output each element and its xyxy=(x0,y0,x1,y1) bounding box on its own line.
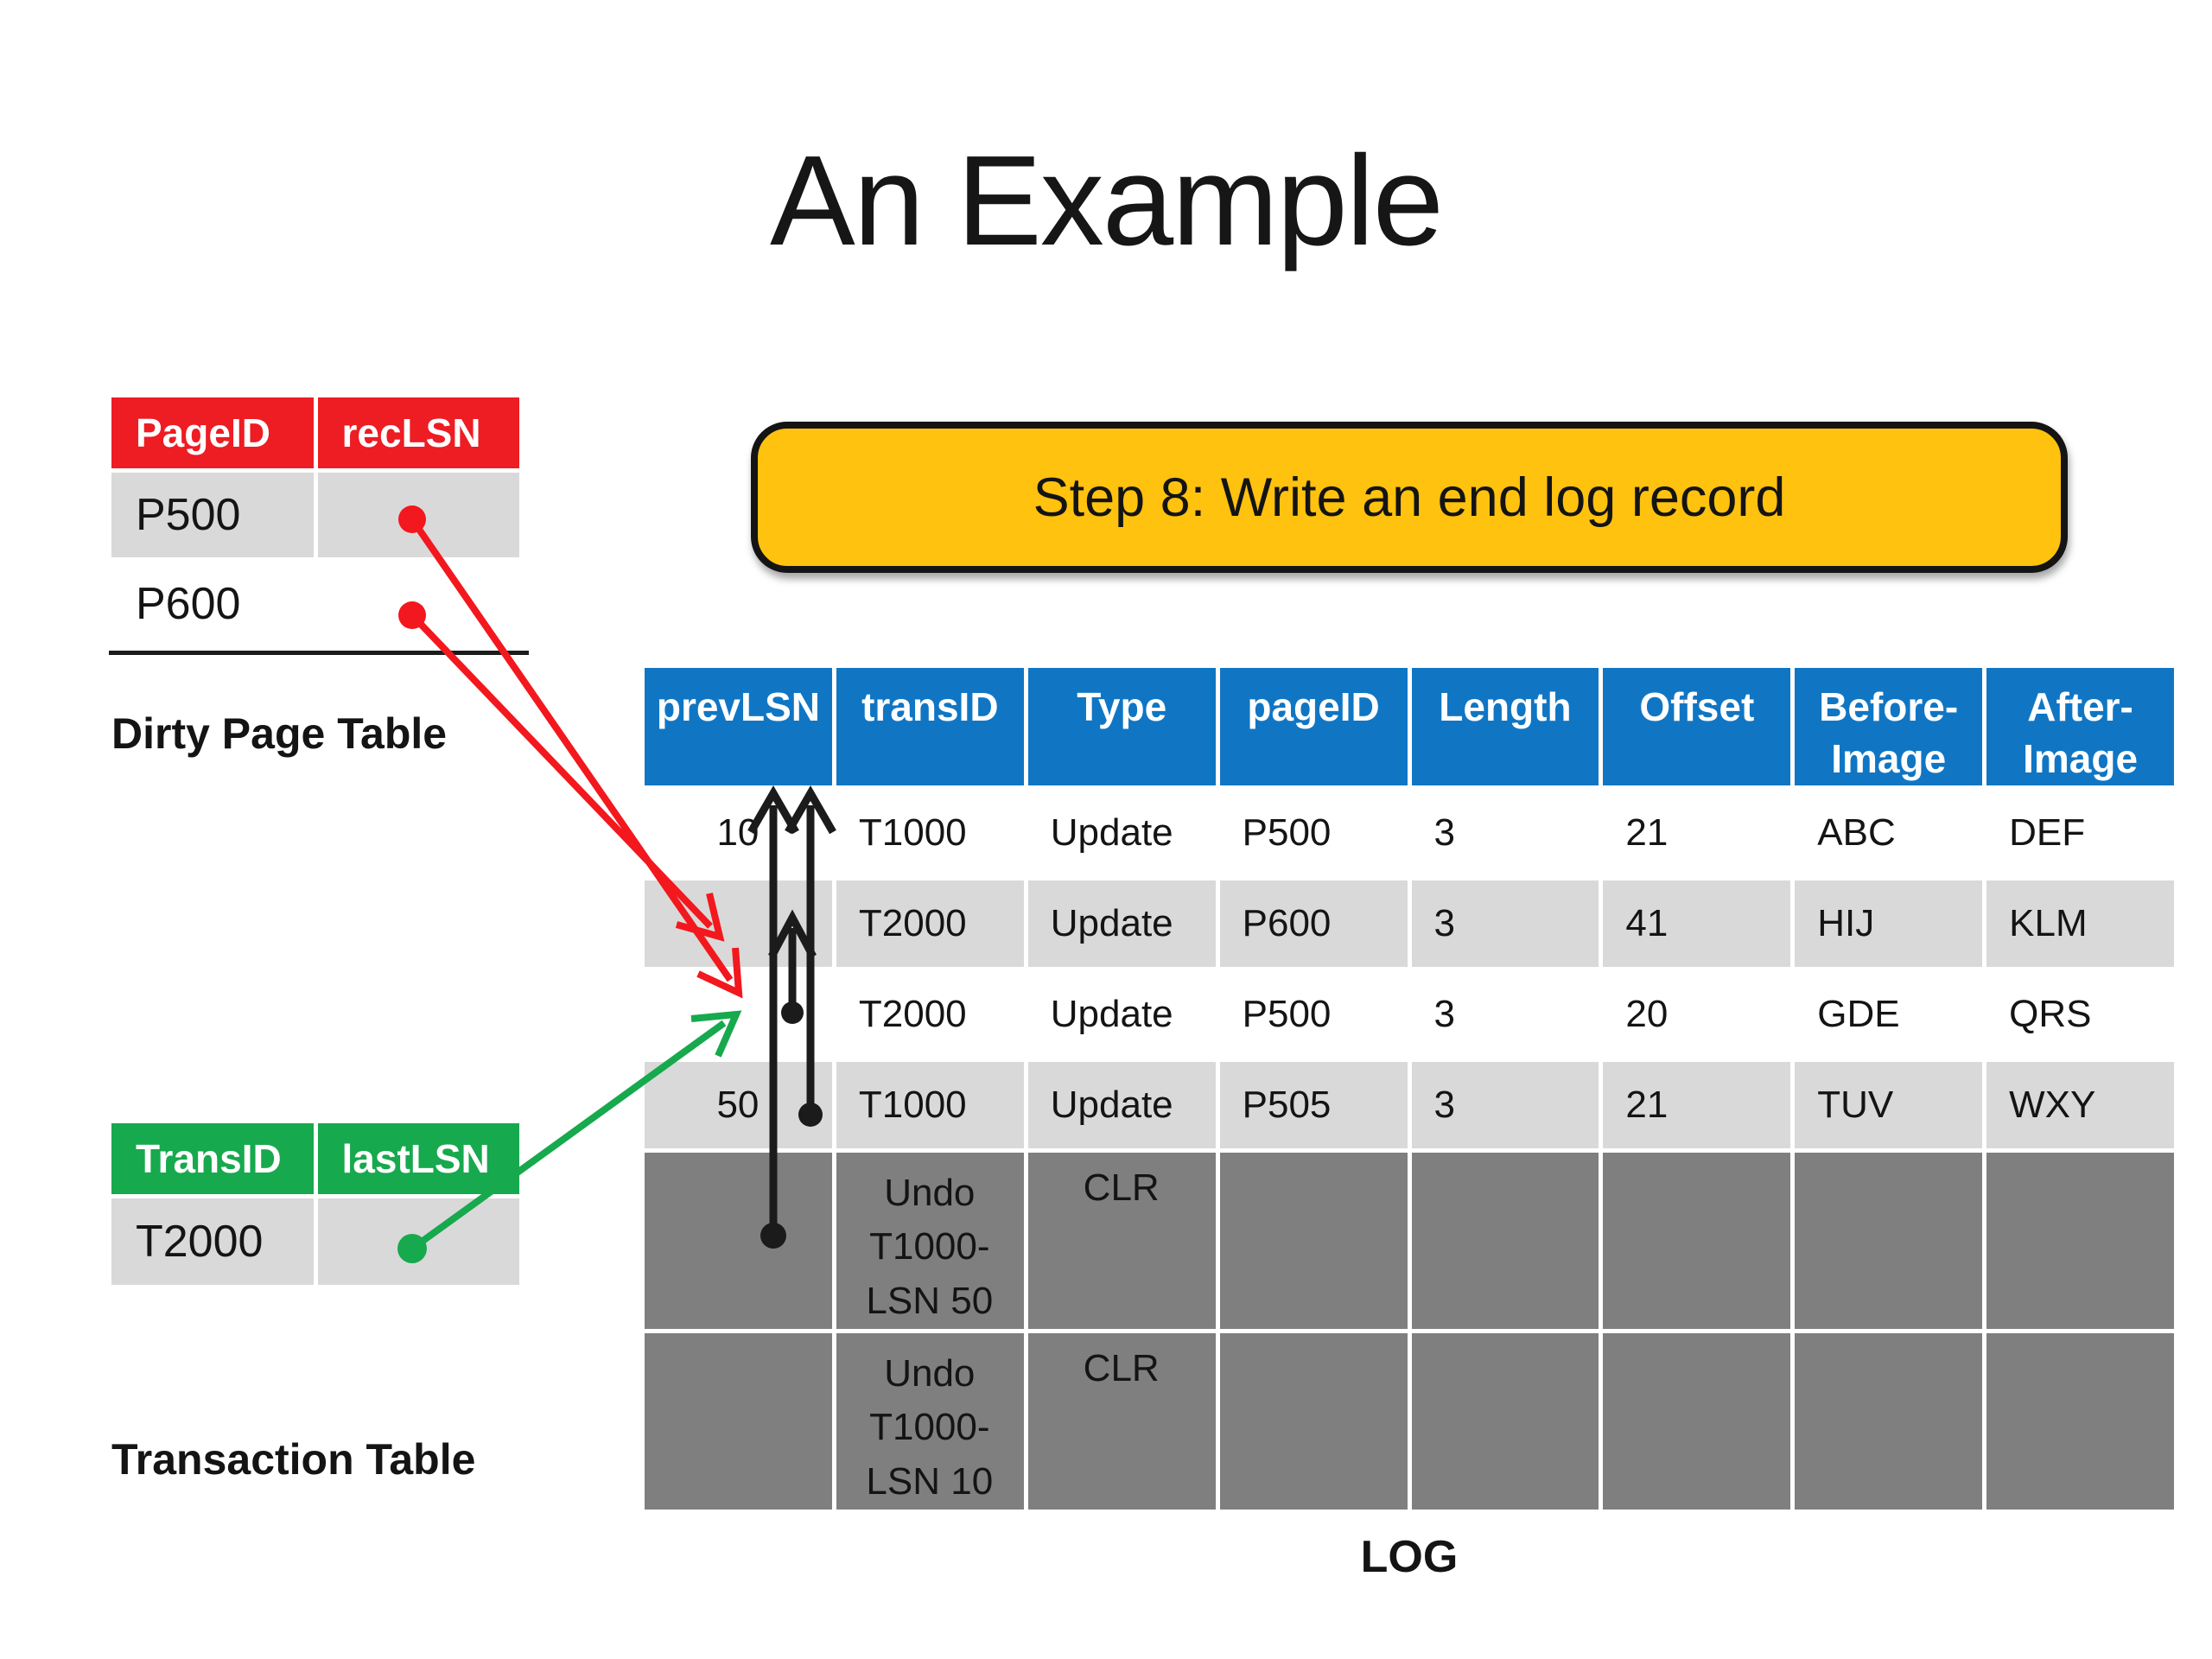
log-col-pageid: pageID xyxy=(1219,668,1408,785)
log-cell: P500 xyxy=(1219,970,1408,1058)
trans-col-transid: TransID xyxy=(111,1123,314,1194)
log-cell: 3 xyxy=(1411,789,1599,876)
log-cell: Update xyxy=(1027,880,1216,967)
trans-col-lastlsn: lastLSN xyxy=(317,1123,519,1194)
log-cell: T2000 xyxy=(836,970,1024,1058)
log-cell xyxy=(1603,1333,1791,1510)
log-cell xyxy=(645,880,832,967)
transaction-table: TransID lastLSN T2000 xyxy=(107,1119,524,1289)
clr-undo-text: Undo T1000- LSN 10 xyxy=(866,1352,994,1503)
log-cell xyxy=(645,1152,832,1329)
log-cell: 10 xyxy=(645,789,832,876)
log-cell xyxy=(645,970,832,1058)
log-row: T2000 Update P600 3 41 HIJ KLM xyxy=(645,880,2174,967)
log-cell: P500 xyxy=(1219,789,1408,876)
log-cell xyxy=(1795,1152,1983,1329)
clr-undo-text: Undo T1000- LSN 50 xyxy=(866,1171,994,1322)
log-cell: 21 xyxy=(1603,789,1791,876)
dirty-cell-reclsn xyxy=(317,562,519,646)
log-header-row: prevLSN transID Type pageID Length Offse… xyxy=(645,668,2174,785)
log-cell: Update xyxy=(1027,789,1216,876)
trans-cell-transid: T2000 xyxy=(111,1198,314,1285)
log-cell: CLR xyxy=(1027,1152,1216,1329)
log-table-label: LOG xyxy=(1360,1532,1459,1582)
log-cell: 41 xyxy=(1603,880,1791,967)
log-cell: T1000 xyxy=(836,1061,1024,1148)
log-table: prevLSN transID Type pageID Length Offse… xyxy=(640,664,2178,1514)
dirty-cell-pageid: P600 xyxy=(111,562,314,646)
log-cell: KLM xyxy=(1986,880,2174,967)
trans-cell-lastlsn xyxy=(317,1198,519,1285)
log-cell xyxy=(1219,1152,1408,1329)
log-cell: Undo T1000- LSN 10 xyxy=(836,1333,1024,1510)
log-col-transid: transID xyxy=(836,668,1024,785)
log-cell: T2000 xyxy=(836,880,1024,967)
log-col-prevlsn: prevLSN xyxy=(645,668,832,785)
log-col-offset: Offset xyxy=(1603,668,1791,785)
log-cell: P505 xyxy=(1219,1061,1408,1148)
log-cell xyxy=(1411,1152,1599,1329)
log-col-afterimage: After-Image xyxy=(1986,668,2174,785)
log-row: 10 T1000 Update P500 3 21 ABC DEF xyxy=(645,789,2174,876)
log-cell: Undo T1000- LSN 50 xyxy=(836,1152,1024,1329)
dirty-page-table-header-row: PageID recLSN xyxy=(111,397,519,468)
log-cell: ABC xyxy=(1795,789,1983,876)
log-cell xyxy=(1411,1333,1599,1510)
log-cell: CLR xyxy=(1027,1333,1216,1510)
log-cell: 3 xyxy=(1411,1061,1599,1148)
log-cell: T1000 xyxy=(836,789,1024,876)
log-row: T2000 Update P500 3 20 GDE QRS xyxy=(645,970,2174,1058)
log-cell: HIJ xyxy=(1795,880,1983,967)
log-cell: 21 xyxy=(1603,1061,1791,1148)
log-cell xyxy=(1986,1152,2174,1329)
log-cell: TUV xyxy=(1795,1061,1983,1148)
log-cell xyxy=(1219,1333,1408,1510)
log-cell xyxy=(1603,1152,1791,1329)
dirty-page-table-underline xyxy=(109,651,529,655)
log-cell: QRS xyxy=(1986,970,2174,1058)
log-cell: 3 xyxy=(1411,880,1599,967)
table-row: T2000 xyxy=(111,1198,519,1285)
transaction-table-label: Transaction Table xyxy=(111,1435,476,1484)
dirty-col-pageid: PageID xyxy=(111,397,314,468)
log-col-type: Type xyxy=(1027,668,1216,785)
dirty-col-reclsn: recLSN xyxy=(317,397,519,468)
log-cell: 3 xyxy=(1411,970,1599,1058)
dirty-page-table: PageID recLSN P500 P600 xyxy=(107,393,524,651)
log-row: Undo T1000- LSN 50 CLR xyxy=(645,1152,2174,1329)
dirty-page-table-label: Dirty Page Table xyxy=(111,709,448,758)
log-cell: Update xyxy=(1027,970,1216,1058)
slide-title: An Example xyxy=(770,130,1444,272)
table-row: P500 xyxy=(111,473,519,557)
log-row: 50 T1000 Update P505 3 21 TUV WXY xyxy=(645,1061,2174,1148)
table-row: P600 xyxy=(111,562,519,646)
log-cell: P600 xyxy=(1219,880,1408,967)
dirty-cell-pageid: P500 xyxy=(111,473,314,557)
log-row: Undo T1000- LSN 10 CLR xyxy=(645,1333,2174,1510)
dirty-cell-reclsn xyxy=(317,473,519,557)
log-cell xyxy=(645,1333,832,1510)
step-callout-text: Step 8: Write an end log record xyxy=(1033,467,1786,528)
log-cell: 50 xyxy=(645,1061,832,1148)
log-cell: GDE xyxy=(1795,970,1983,1058)
log-cell: 20 xyxy=(1603,970,1791,1058)
log-cell xyxy=(1986,1333,2174,1510)
log-col-beforeimage: Before-Image xyxy=(1795,668,1983,785)
log-cell: DEF xyxy=(1986,789,2174,876)
step-callout: Step 8: Write an end log record xyxy=(751,422,2068,573)
log-cell: WXY xyxy=(1986,1061,2174,1148)
log-cell xyxy=(1795,1333,1983,1510)
log-col-length: Length xyxy=(1411,668,1599,785)
transaction-table-header-row: TransID lastLSN xyxy=(111,1123,519,1194)
log-cell: Update xyxy=(1027,1061,1216,1148)
